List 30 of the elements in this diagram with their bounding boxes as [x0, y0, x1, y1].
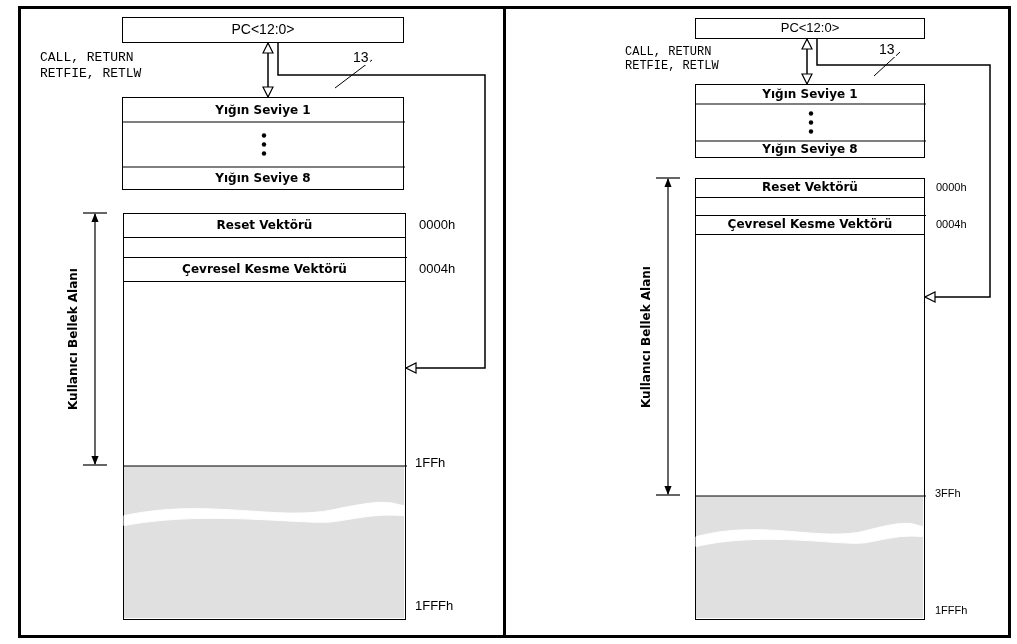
stack-level-label: Yığın Seviye 8	[761, 141, 859, 157]
register-box: PC<12:0>	[122, 17, 404, 43]
instruction-note: CALL, RETURN RETFIE, RETLW	[625, 45, 720, 74]
instruction-note: CALL, RETURN RETFIE, RETLW	[40, 50, 143, 82]
bus-arrow	[277, 42, 486, 374]
address-label: 0000h	[419, 216, 456, 234]
address-label: 0000h	[936, 180, 967, 195]
bus-arrow	[262, 42, 274, 98]
address-label: 0004h	[936, 217, 967, 232]
vector-label: Reset Vektörü	[761, 179, 859, 196]
bus-arrow	[801, 38, 813, 85]
address-label: 1FFFh	[935, 604, 968, 616]
stack-box	[122, 97, 404, 190]
vector-label: Reset Vektörü	[215, 217, 314, 234]
address-label: 1FFh	[415, 455, 446, 470]
bus-width-label: 13	[352, 50, 370, 65]
vector-label: Çevresel Kesme Vektörü	[181, 261, 348, 278]
stack-level-label: Yığın Seviye 1	[761, 86, 859, 103]
bus-arrow	[816, 38, 991, 303]
stack-level-label: Yığın Seviye 8	[214, 170, 312, 187]
vector-label: Çevresel Kesme Vektörü	[726, 216, 894, 233]
address-label: 1FFFh	[415, 598, 454, 613]
register-box: PC<12:0>	[695, 18, 925, 39]
stack-box	[695, 84, 925, 158]
dimension-label: Kullanıcı Bellek Alanı	[639, 265, 653, 408]
address-label: 3FFh	[935, 487, 961, 499]
address-label: 0004h	[419, 260, 456, 278]
dimension-label: Kullanıcı Bellek Alanı	[66, 268, 80, 410]
bus-width-label: 13	[878, 42, 896, 57]
stack-level-label: Yığın Seviye 1	[214, 102, 312, 119]
